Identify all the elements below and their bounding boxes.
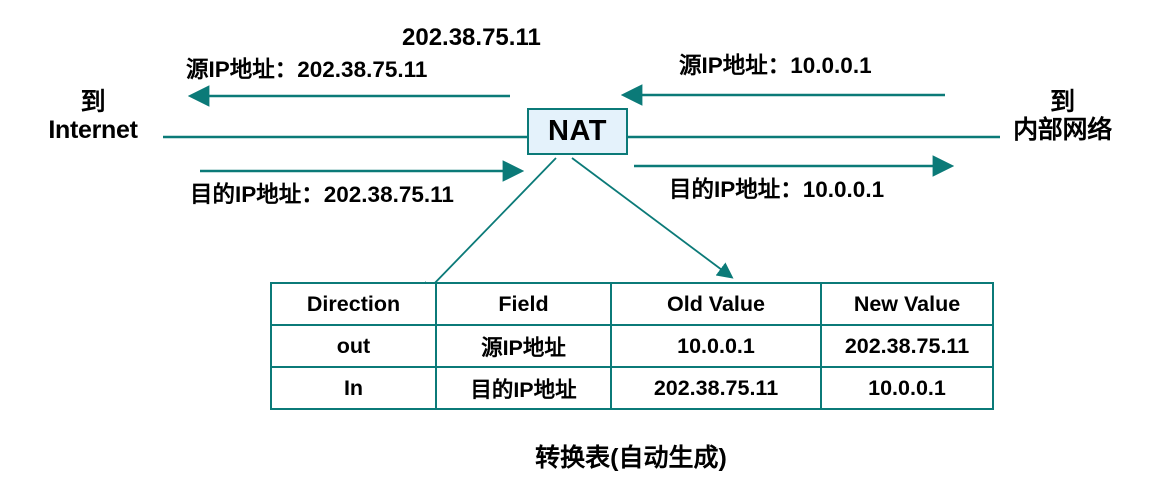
cell-direction: out (270, 324, 437, 368)
flow-label-dest-ip-inbound: 目的IP地址：10.0.0.1 (669, 177, 885, 202)
table-row: out 源IP地址 10.0.0.1 202.38.75.11 (270, 324, 994, 368)
cell-new-value: 202.38.75.11 (820, 324, 994, 368)
table-row: In 目的IP地址 202.38.75.11 10.0.0.1 (270, 366, 994, 410)
cell-new-value: 10.0.0.1 (820, 366, 994, 410)
cell-field: 源IP地址 (435, 324, 612, 368)
cell-direction: In (270, 366, 437, 410)
flow-label-dest-ip-outbound: 目的IP地址：202.38.75.11 (190, 182, 454, 207)
public-ip-label: 202.38.75.11 (402, 24, 541, 51)
endpoint-left-line2: Internet (48, 116, 138, 144)
endpoint-left-line1: 到 (80, 88, 106, 116)
arrow-nat-to-table-right (571, 157, 734, 279)
endpoint-right-line1: 到 (1050, 88, 1075, 116)
table-header-old-value: Old Value (610, 282, 822, 326)
nat-node-label: NAT (548, 115, 607, 147)
table-header-field: Field (435, 282, 612, 326)
flow-label-source-ip-inbound: 源IP地址：10.0.0.1 (679, 53, 872, 78)
nat-node[interactable]: NAT (527, 108, 628, 155)
cell-field: 目的IP地址 (435, 366, 612, 410)
table-header-new-value: New Value (820, 282, 994, 326)
table-header-direction: Direction (270, 282, 437, 326)
endpoint-label-internal-network: 到 内部网络 (975, 88, 1150, 144)
nat-translation-table: Direction Field Old Value New Value out … (270, 282, 994, 410)
endpoint-label-internet: 到 Internet (18, 88, 168, 144)
endpoint-right-line2: 内部网络 (1013, 116, 1112, 144)
cell-old-value: 202.38.75.11 (610, 366, 822, 410)
arrow-nat-to-table-left (419, 157, 557, 299)
table-caption: 转换表(自动生成) (535, 444, 727, 472)
table-header-row: Direction Field Old Value New Value (270, 282, 994, 326)
flow-label-source-ip-outbound: 源IP地址：202.38.75.11 (186, 57, 428, 82)
cell-old-value: 10.0.0.1 (610, 324, 822, 368)
